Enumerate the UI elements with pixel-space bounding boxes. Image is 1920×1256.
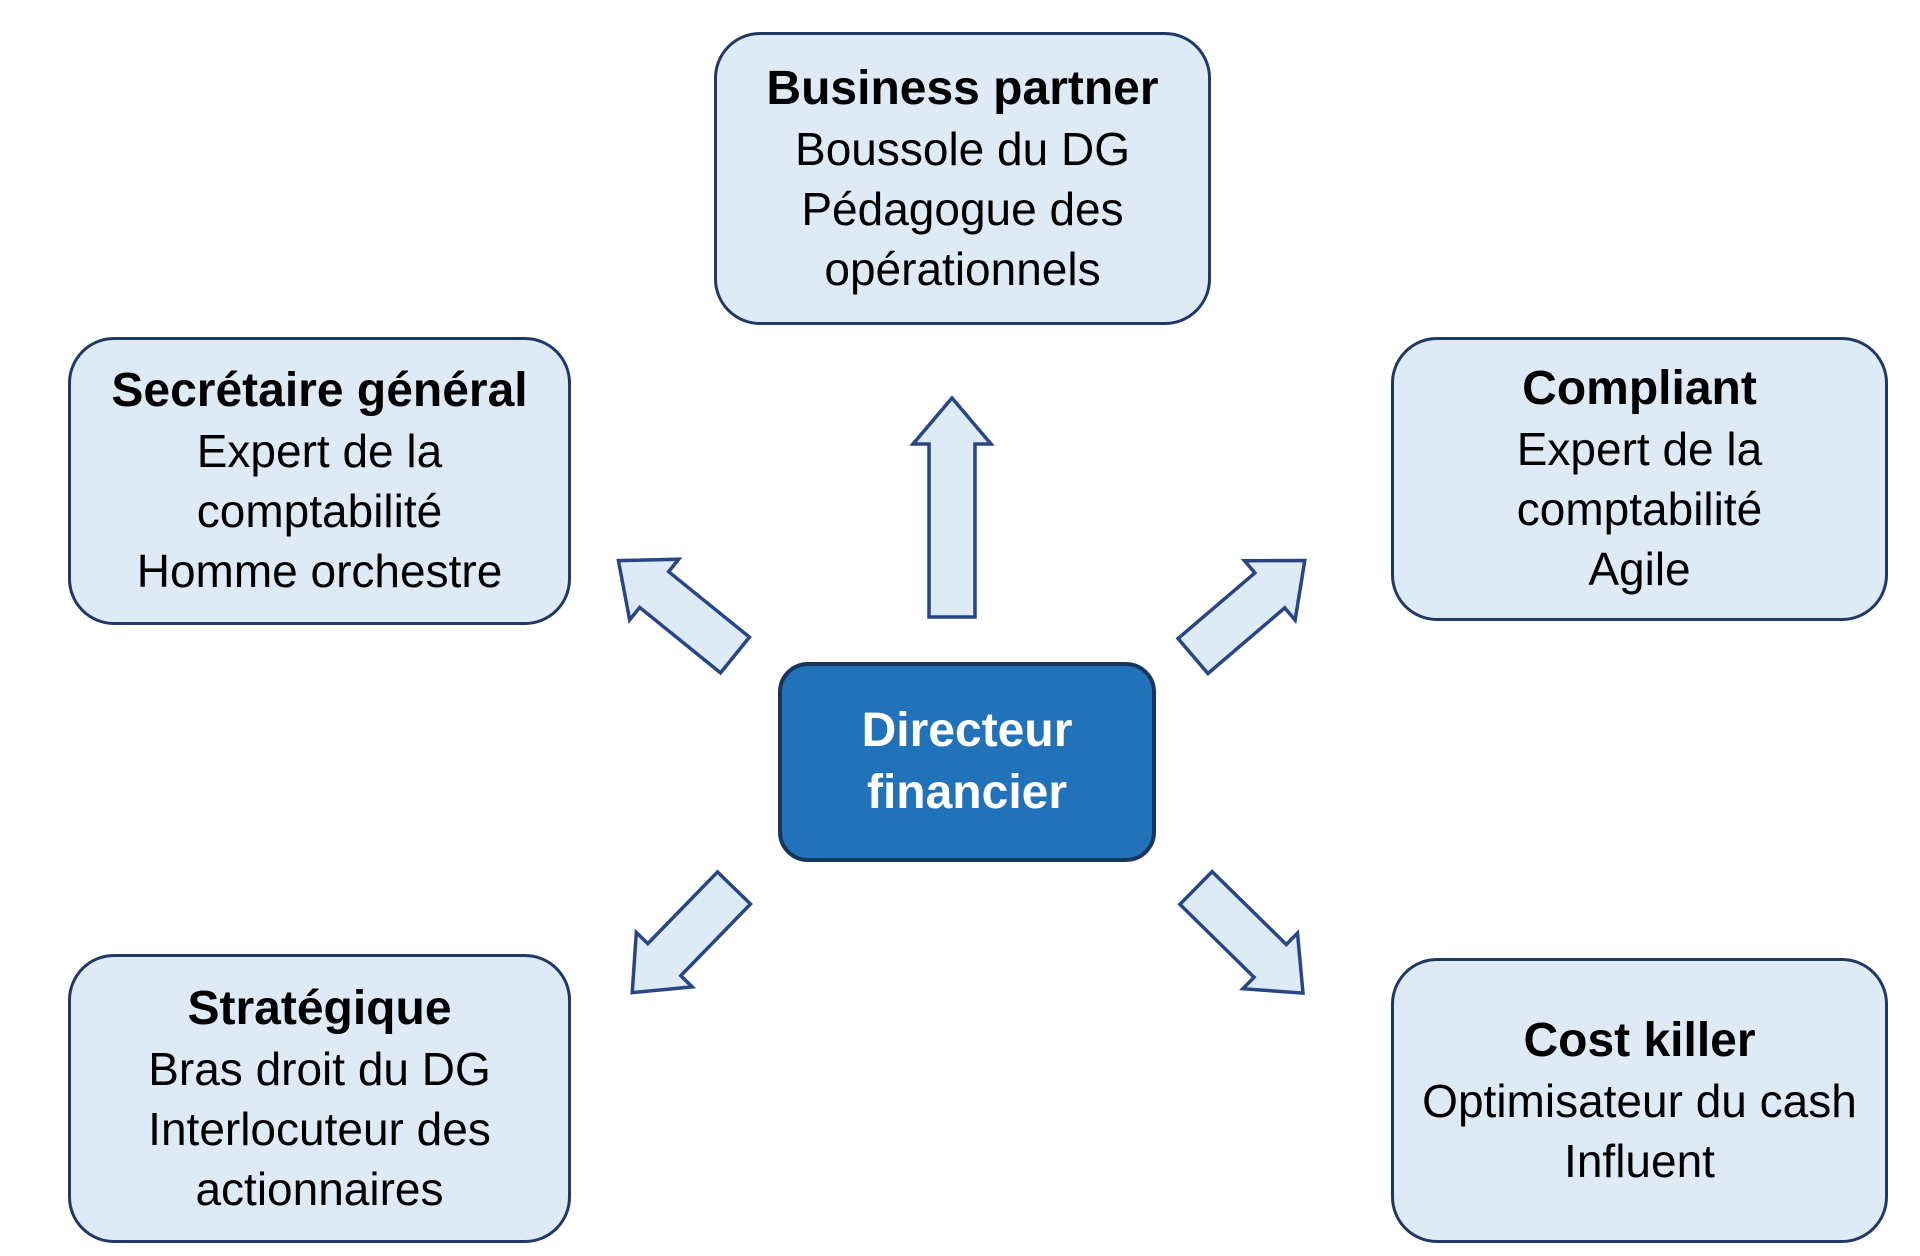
node-line: Interlocuteur des actionnaires xyxy=(148,1102,491,1215)
node-line: Bras droit du DG xyxy=(148,1042,491,1095)
node-business-partner: Business partner Boussole du DG Pédagogu… xyxy=(714,32,1211,325)
node-line: Agile xyxy=(1588,543,1691,595)
arrow-down-left-icon xyxy=(630,869,753,995)
arrow-down-right-icon xyxy=(1177,869,1305,996)
node-title: Secrétaire général xyxy=(111,364,528,417)
node-title: Compliant xyxy=(1522,362,1757,415)
node-line: Influent xyxy=(1564,1134,1715,1187)
arrow-up-icon xyxy=(909,395,995,619)
node-line: Expert de la comptabilité xyxy=(196,425,443,537)
node-cost-killer: Cost killer Optimisateur du cash Influen… xyxy=(1391,958,1888,1243)
node-directeur-financier: Directeur financier xyxy=(778,662,1156,862)
node-title: Business partner xyxy=(766,61,1159,115)
node-title: Cost killer xyxy=(1523,1013,1756,1067)
node-secretaire-general: Secrétaire général Expert de la comptabi… xyxy=(68,337,571,625)
node-line: Expert de la comptabilité xyxy=(1516,423,1763,535)
node-line: Boussole du DG xyxy=(795,122,1130,175)
center-node-label: Directeur financier xyxy=(861,704,1073,819)
node-line: Homme orchestre xyxy=(136,545,503,597)
node-line: Pédagogue des opérationnels xyxy=(801,182,1124,295)
node-compliant: Compliant Expert de la comptabilité Agil… xyxy=(1391,337,1888,621)
node-line: Optimisateur du cash xyxy=(1422,1074,1857,1127)
node-strategique: Stratégique Bras droit du DG Interlocute… xyxy=(68,954,571,1243)
node-title: Stratégique xyxy=(187,981,452,1035)
arrow-up-left-icon xyxy=(616,557,752,676)
arrow-up-right-icon xyxy=(1175,558,1307,676)
